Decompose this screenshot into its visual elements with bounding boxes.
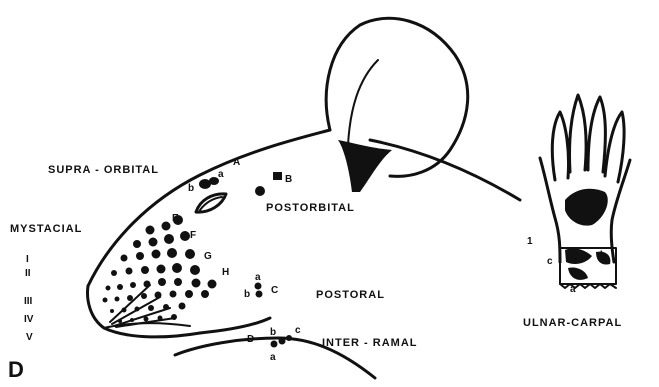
row-label-V: V [26, 332, 33, 343]
supra-orbital-a-label: a [218, 169, 224, 180]
column-label-H: H [222, 267, 229, 278]
inter-ramal-D-label: D [247, 334, 254, 345]
carpal-b-label: b [600, 250, 606, 261]
column-label-E: E [172, 213, 179, 224]
supra-orbital-hairs [199, 177, 219, 189]
mystacial-whisker-dots [103, 215, 217, 323]
postorbital-hairs [255, 172, 282, 196]
column-label-F: F [190, 230, 196, 241]
row-label-II: II [25, 268, 31, 279]
panel-label: D [8, 357, 24, 382]
supra-orbital-b-label: b [188, 183, 194, 194]
postoral-C-label: C [271, 285, 278, 296]
supra-orbital-A-label: A [233, 157, 240, 168]
ulnar-carpal-label: ULNAR-CARPAL [523, 317, 622, 329]
postorbital-B-label: B [285, 174, 292, 185]
row-label-I: I [26, 254, 29, 265]
carpal-a-label: a [570, 284, 576, 295]
carpal-c-label: c [547, 256, 553, 267]
supra-orbital-label: SUPRA - ORBITAL [48, 164, 159, 176]
postoral-a-label: a [255, 272, 261, 283]
inter-ramal-a-label: a [270, 352, 276, 363]
inter-ramal-b-label: b [270, 327, 276, 338]
inter-ramal-label: INTER - RAMAL [322, 337, 418, 349]
forepaw [540, 95, 630, 288]
mystacial-label: MYSTACIAL [10, 223, 82, 235]
column-label-G: G [204, 251, 212, 262]
carpal-1-label: 1 [527, 236, 533, 247]
postorbital-label: POSTORBITAL [266, 202, 355, 214]
row-label-IV: IV [24, 314, 34, 325]
ear [326, 18, 467, 192]
inter-ramal-c-label: c [295, 325, 301, 336]
postoral-hairs [255, 283, 263, 298]
eye [196, 194, 226, 212]
postoral-b-label: b [244, 289, 250, 300]
postoral-label: POSTORAL [316, 289, 385, 301]
row-label-III: III [24, 296, 33, 307]
